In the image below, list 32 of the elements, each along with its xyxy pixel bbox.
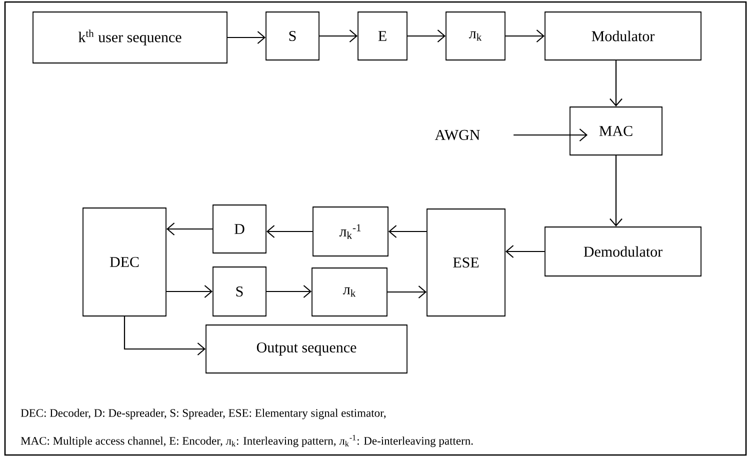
footnote-text: DEC: Decoder, D: De-spreader, S: Spreader, ESE: Elementary signal estimator, — [20, 408, 386, 420]
arrow — [266, 285, 312, 298]
process-box: S — [212, 266, 266, 316]
process-box: Output sequence — [206, 324, 408, 374]
arrow — [514, 128, 588, 142]
arrow — [610, 155, 622, 227]
process-box: MAC — [570, 106, 662, 156]
process-box: S — [266, 12, 320, 60]
process-box: E — [358, 12, 408, 60]
process-box: Modulator — [544, 12, 702, 60]
footnote-text: MAC: Multiple access channel, E: Encoder, л$_{k}$: Interleaving pattern, л$_{k}$$^{-1}$: De-interleaving pattern. — [20, 434, 473, 448]
process-box: ESE — [426, 208, 506, 316]
arrow — [166, 222, 213, 236]
process-box: л$_{k}$-1 — [312, 206, 388, 256]
arrow — [266, 225, 313, 238]
input-text: AWGN — [434, 130, 480, 140]
process-box: л$_{k}$ — [446, 12, 506, 60]
arrow — [387, 286, 427, 298]
arrow — [505, 30, 545, 42]
arrow — [124, 316, 206, 356]
process-box: D — [212, 204, 266, 254]
arrow — [319, 30, 358, 42]
arrow — [388, 225, 427, 238]
arrow — [227, 31, 266, 44]
arrow — [610, 60, 622, 107]
process-box: k$^{th}$ user sequence — [32, 12, 228, 64]
process-box: Demodulator — [544, 226, 702, 276]
arrow — [166, 285, 213, 298]
arrow — [407, 30, 446, 42]
process-box: л$_{k}$ — [312, 268, 388, 316]
process-box: DEC — [82, 208, 166, 316]
arrow — [505, 245, 545, 258]
